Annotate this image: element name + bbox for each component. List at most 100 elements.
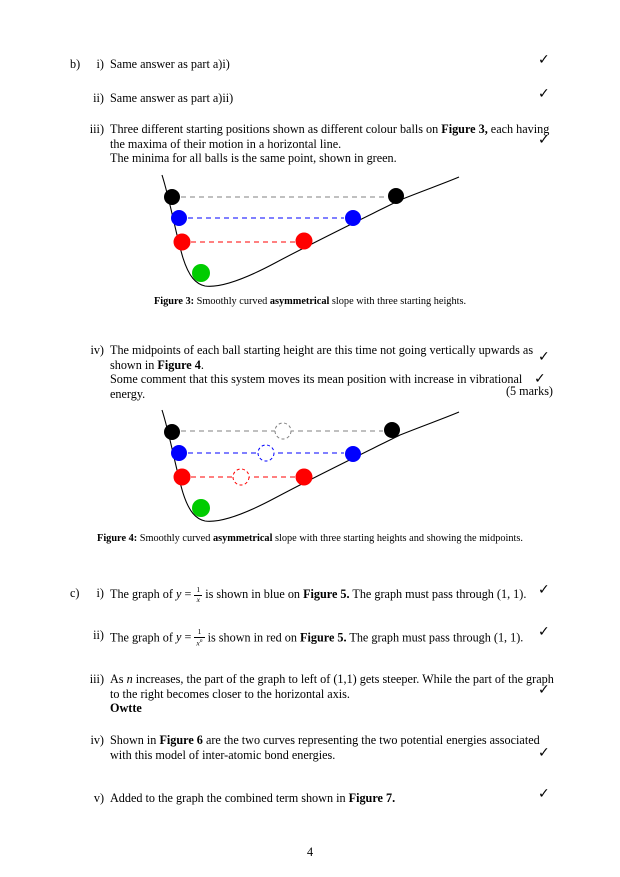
figure4-ball-blue-left (171, 445, 187, 461)
figure3-ball-blue-right (345, 210, 361, 226)
figure4-midpoint-circle-black (274, 422, 292, 440)
figure4-ball-red-right (295, 468, 313, 486)
page-number: 4 (306, 845, 314, 859)
fraction-den-exponent: n (199, 637, 203, 644)
math-equals: = (181, 586, 195, 601)
figure4-ball-black-left (164, 424, 180, 440)
figure3-reference: Figure 3, (441, 122, 488, 136)
item-c-i-text-pre: The graph of (110, 586, 176, 601)
figure7-reference: Figure 7. (348, 791, 396, 805)
figure3-caption-post: slope with three starting heights. (329, 296, 467, 307)
item-b-iii-text-pre: Three different starting positions shown… (110, 122, 442, 136)
marks-note: (5 marks) (505, 384, 553, 398)
item-b-iv-text-pre: The midpoints of each ball starting heig… (110, 343, 534, 372)
item-c-iv: iv) Shown in Figure 6 are the two curves… (88, 733, 558, 762)
item-b-ii-label: ii) (93, 91, 104, 105)
figure3-ball-green-minimum (192, 264, 210, 282)
item-c-ii-text-pre: The graph of (110, 630, 176, 645)
item-c-iv-label: iv) (90, 733, 104, 747)
figure4-ball-black-right (384, 422, 400, 438)
figure5-reference-1: Figure 5. (303, 586, 350, 601)
figure3-caption-label: Figure 3: (153, 296, 195, 307)
figure3-caption-bold: asymmetrical (269, 296, 330, 307)
figure4-graphic (161, 409, 460, 522)
item-b-i-label: i) (96, 57, 104, 71)
item-c-iii: iii) As n increases, the part of the gra… (88, 672, 558, 716)
item-b-iv-line2: Some comment that this system moves its … (110, 372, 523, 401)
figure3-ball-black-right (388, 188, 404, 204)
fraction-numerator: 1 (196, 585, 201, 594)
figure3-ball-blue-left (171, 210, 187, 226)
math-var-n: n (126, 672, 133, 686)
figure4-caption-bold: asymmetrical (212, 533, 273, 544)
figure4-midpoint-circle-blue (257, 444, 275, 462)
figure4-reference: Figure 4 (157, 357, 201, 372)
checkmark-b-ii: ✓ (538, 86, 550, 102)
figure6-reference: Figure 6 (159, 733, 203, 747)
fraction-denominator: xn (194, 636, 205, 648)
fraction-den-base: x (196, 638, 200, 648)
owtte-note: Owtte (110, 701, 142, 715)
figure4-caption-post: slope with three starting heights and sh… (272, 533, 523, 544)
section-b-label: b) (70, 57, 81, 71)
checkmark-b-iii: ✓ (538, 132, 550, 148)
checkmark-c-ii: ✓ (538, 624, 550, 640)
figure3-caption: Figure 3: Smoothly curved asymmetrical s… (0, 296, 620, 308)
checkmark-b-iv-1: ✓ (538, 349, 550, 365)
figure4-ball-blue-right (345, 446, 361, 462)
item-c-v-label: v) (93, 791, 104, 805)
item-c-ii-label: ii) (93, 628, 104, 642)
checkmark-c-iv: ✓ (538, 745, 550, 761)
item-c-iv-text-pre: Shown in (110, 733, 160, 747)
figure3-graphic (161, 174, 460, 287)
figure5-reference-2: Figure 5. (300, 630, 347, 645)
item-b-iii-line2: The minima for all balls is the same poi… (110, 151, 397, 165)
item-c-i-text-mid: is shown in blue on (202, 586, 304, 601)
item-c-v: v) Added to the graph the combined term … (88, 791, 558, 806)
item-c-iii-text-post: increases, the part of the graph to left… (110, 672, 554, 701)
figure4-caption: Figure 4: Smoothly curved asymmetrical s… (0, 533, 620, 545)
figure4-ball-green-minimum (192, 499, 210, 517)
figure3-ball-red-right (295, 232, 313, 250)
item-c-iv-text-post: are the two curves representing the two … (110, 733, 540, 762)
checkmark-b-i: ✓ (538, 52, 550, 68)
figure4-ball-red-left (173, 468, 191, 486)
item-c-iii-text-pre: As (110, 672, 127, 686)
item-b-ii-text: Same answer as part a)ii) (110, 91, 234, 105)
figure3-ball-red-left (173, 233, 191, 251)
item-b-ii: ii) Same answer as part a)ii) (88, 91, 558, 106)
item-c-ii-text-post: The graph must pass through (1, 1). (346, 630, 524, 645)
item-c-i-text-post: The graph must pass through (1, 1). (349, 586, 527, 601)
item-b-iv: iv) The midpoints of each ball starting … (88, 343, 558, 401)
math-var-y: y (176, 630, 182, 645)
item-c-ii-text-mid: is shown in red on (204, 630, 301, 645)
item-b-i-text: Same answer as part a)i) (110, 57, 230, 71)
item-b-iii-text-post: each having the maxima of their motion i… (110, 122, 550, 151)
item-b-iii-label: iii) (89, 122, 104, 136)
figure3-caption-pre: Smoothly curved (194, 296, 270, 307)
item-b-iii: iii) Three different starting positions … (88, 122, 558, 166)
item-b-iv-label: iv) (90, 343, 104, 357)
checkmark-b-iv-2: ✓ (534, 371, 546, 387)
math-equals: = (181, 630, 195, 645)
figure4-caption-pre: Smoothly curved (137, 533, 213, 544)
item-c-iii-label: iii) (89, 672, 104, 686)
item-b-i: i) Same answer as part a)i) (88, 57, 558, 72)
fraction-denominator: x (194, 594, 203, 605)
figure4-caption-label: Figure 4: (97, 533, 138, 544)
math-var-y: y (176, 586, 182, 601)
section-c-label: c) (70, 586, 80, 600)
checkmark-c-i: ✓ (538, 582, 550, 598)
checkmark-c-v: ✓ (538, 786, 550, 802)
fraction-numerator: 1 (197, 627, 202, 636)
figure4-midpoint-circle-red (232, 468, 250, 486)
item-c-v-text-pre: Added to the graph the combined term sho… (110, 791, 349, 805)
item-b-iv-text-post: . (200, 357, 204, 372)
